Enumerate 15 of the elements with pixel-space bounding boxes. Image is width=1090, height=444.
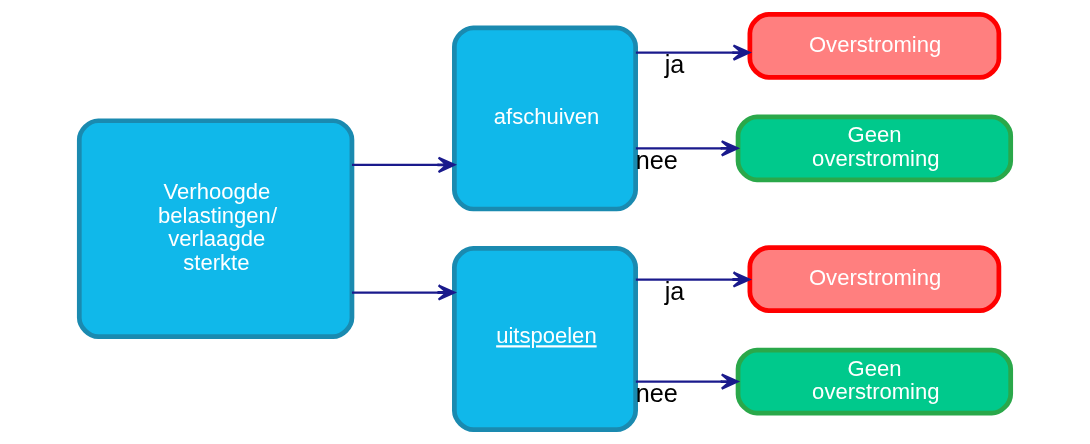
- node-box: Geen overstroming: [735, 114, 1014, 183]
- node-box: Overstroming: [747, 245, 1002, 313]
- node-box: Geen overstroming: [735, 347, 1014, 416]
- node-box: Overstroming: [747, 12, 1002, 80]
- edge-label: ja: [664, 49, 685, 78]
- edge-label: ja: [664, 276, 685, 305]
- arrow: [635, 44, 751, 61]
- arrow: [352, 156, 456, 174]
- arrow: [352, 284, 456, 301]
- arrow: [635, 140, 739, 157]
- arrow: [635, 373, 739, 390]
- node-box: afschuiven: [452, 25, 638, 212]
- node-box: Verhoogde belastingen/ verlaagde sterkte: [76, 118, 355, 339]
- arrow: [635, 271, 751, 288]
- node-box: uitspoelen: [452, 246, 638, 432]
